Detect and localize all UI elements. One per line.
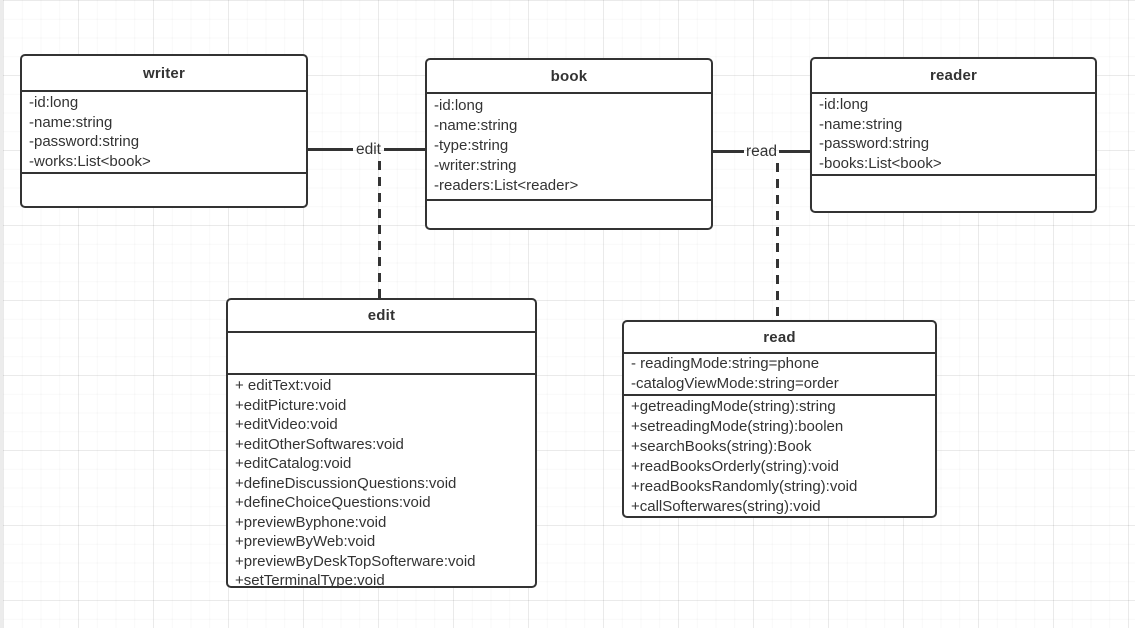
class-box-read[interactable]: read - readingMode:string=phone -catalog… bbox=[622, 320, 937, 518]
attribute: -password:string bbox=[819, 135, 930, 152]
method: +readBooksOrderly(string):void bbox=[631, 458, 840, 475]
association-class-dashed-link-edit[interactable] bbox=[378, 161, 381, 298]
attribute: -type:string bbox=[434, 137, 509, 154]
class-box-writer[interactable]: writer -id:long -name:string -password:s… bbox=[20, 54, 308, 208]
methods-compartment-empty bbox=[22, 174, 306, 175]
attributes-compartment-empty bbox=[228, 333, 535, 375]
method: +readBooksRandomly(string):void bbox=[631, 478, 858, 495]
association-label-edit[interactable]: edit bbox=[356, 141, 381, 158]
attribute: - readingMode:string=phone bbox=[631, 355, 820, 372]
methods-compartment-empty bbox=[427, 201, 711, 202]
attribute: -name:string bbox=[434, 117, 518, 134]
method: +editOtherSoftwares:void bbox=[235, 435, 404, 453]
attribute: -writer:string bbox=[434, 157, 517, 174]
class-box-edit[interactable]: edit + editText:void +editPicture:void +… bbox=[226, 298, 537, 589]
class-title-edit: edit bbox=[228, 300, 535, 333]
method: +setreadingMode(string):boolen bbox=[631, 418, 844, 435]
method: +defineDiscussionQuestions:void bbox=[235, 474, 457, 492]
method: +searchBooks(string):Book bbox=[631, 438, 812, 455]
attribute: -works:List<book> bbox=[29, 152, 151, 170]
association-writer-book-line-left[interactable] bbox=[306, 148, 353, 151]
methods-compartment-empty bbox=[812, 176, 1095, 177]
method: + editText:void bbox=[235, 377, 332, 394]
method: +defineChoiceQuestions:void bbox=[235, 494, 431, 511]
method: +previewByWeb:void bbox=[235, 533, 376, 550]
attribute: -name:string bbox=[29, 113, 113, 131]
attribute: -id:long bbox=[819, 96, 869, 113]
method: +getreadingMode(string):string bbox=[631, 398, 836, 415]
method: +editPicture:void bbox=[235, 396, 347, 414]
method: +editCatalog:void bbox=[235, 455, 352, 472]
class-title-reader: reader bbox=[812, 59, 1095, 94]
attribute: -password:string bbox=[29, 133, 140, 150]
method: +editVideo:void bbox=[235, 416, 338, 433]
class-title-writer: writer bbox=[22, 56, 306, 92]
attribute: -id:long bbox=[434, 97, 484, 114]
attribute: -catalogViewMode:string=order bbox=[631, 375, 839, 392]
association-book-reader-line-left[interactable] bbox=[711, 150, 744, 153]
method: +setTerminalType:void bbox=[235, 572, 385, 589]
class-box-reader[interactable]: reader -id:long -name:string -password:s… bbox=[810, 57, 1097, 213]
association-class-dashed-link-read[interactable] bbox=[776, 163, 779, 320]
association-writer-book-line-right[interactable] bbox=[384, 148, 427, 151]
class-title-read: read bbox=[624, 322, 935, 354]
method: +callSofterwares(string):void bbox=[631, 498, 821, 515]
method: +previewByDeskTopSofterware:void bbox=[235, 552, 476, 570]
canvas-left-edge bbox=[0, 0, 3, 628]
attribute: -name:string bbox=[819, 115, 903, 133]
method: +previewByphone:void bbox=[235, 513, 387, 531]
association-book-reader-line-right[interactable] bbox=[779, 150, 812, 153]
attribute: -id:long bbox=[29, 94, 79, 111]
attribute: -books:List<book> bbox=[819, 154, 942, 172]
class-box-book[interactable]: book -id:long -name:string -type:string … bbox=[425, 58, 713, 230]
class-title-book: book bbox=[427, 60, 711, 94]
association-label-read[interactable]: read bbox=[745, 143, 778, 160]
attribute: -readers:List<reader> bbox=[434, 177, 579, 194]
